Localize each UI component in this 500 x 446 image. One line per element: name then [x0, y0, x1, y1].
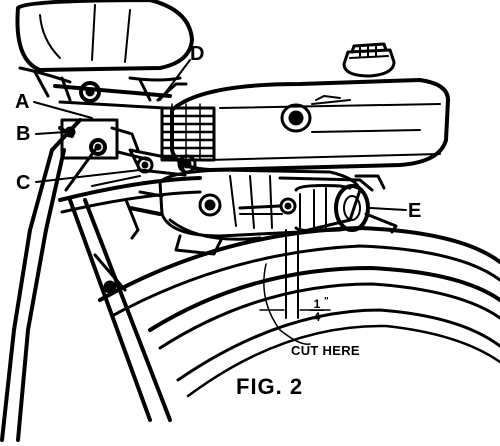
- callout-label-d: D: [190, 43, 205, 65]
- bicycle-saddle: [15, 0, 194, 102]
- leader-e: [369, 207, 407, 211]
- callout-label-b: B: [16, 123, 31, 145]
- fuel-filler-cap: [342, 42, 396, 78]
- roller-drive-clamp: [238, 174, 386, 215]
- leader-d: [159, 59, 191, 101]
- callout-label-a: A: [15, 91, 30, 113]
- bicycle-frame: [0, 118, 202, 442]
- cut-here-note: CUT HERE: [291, 343, 360, 358]
- cut-guide: [259, 229, 331, 345]
- saddle-clamp: [53, 81, 172, 110]
- callout-label-c: C: [16, 172, 31, 194]
- engine-crankcase: [124, 168, 362, 256]
- leader-c: [35, 169, 141, 183]
- rear-wheel: [98, 226, 500, 398]
- dimension-denominator: 4: [313, 310, 321, 324]
- dimension-numerator: 1: [310, 298, 324, 311]
- figure-caption: FIG. 2: [236, 374, 304, 399]
- leader-b: [35, 131, 67, 135]
- callout-leaders: [33, 59, 407, 211]
- leader-a: [33, 101, 93, 119]
- callout-label-e: E: [408, 200, 422, 222]
- fuel-tank: [170, 78, 450, 172]
- cut-dimension: 1 4 ": [310, 296, 329, 324]
- dimension-inch-mark: ": [324, 296, 329, 307]
